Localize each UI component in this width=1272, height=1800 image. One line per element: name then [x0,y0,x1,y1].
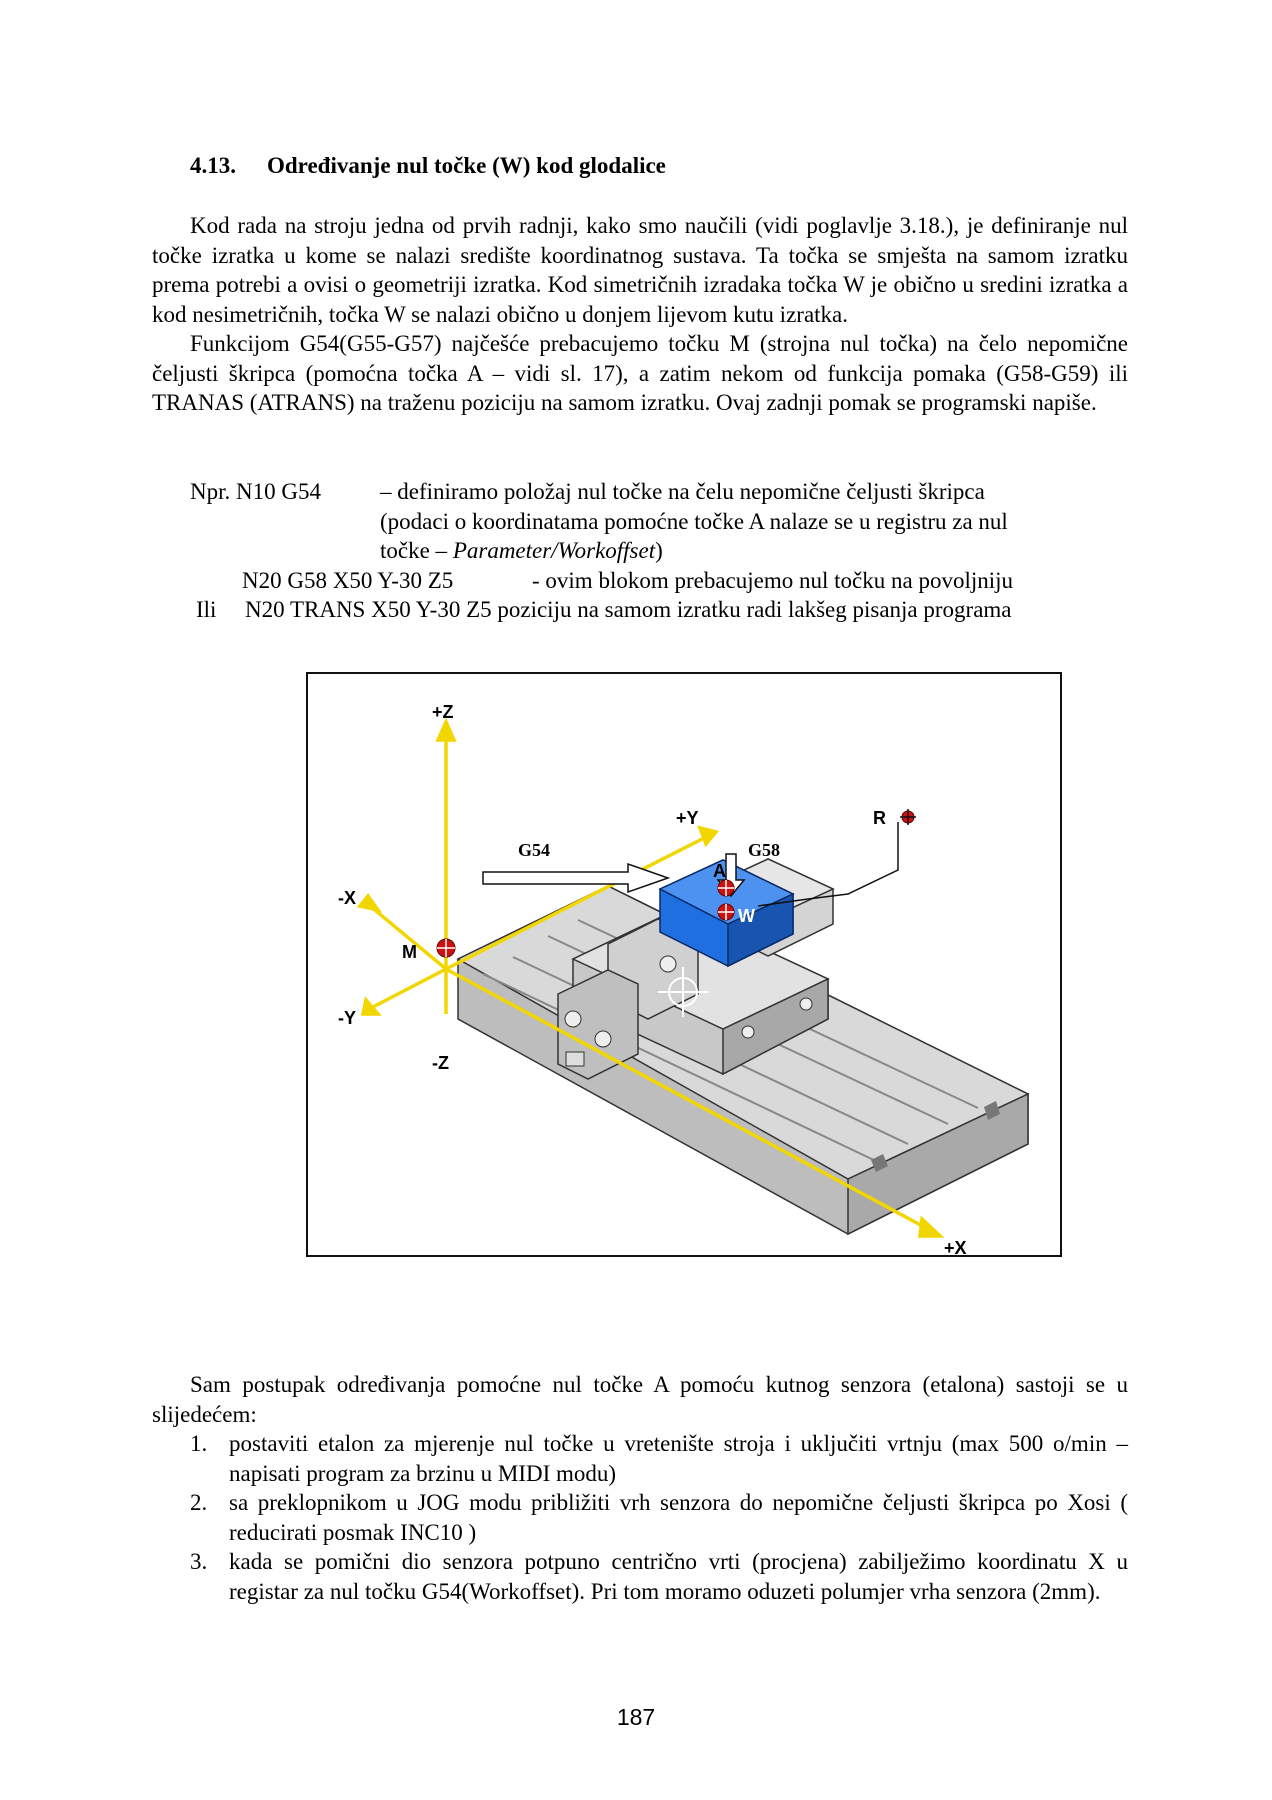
figure-milling-zero-point: +Z -Z +Y -Y +X -X M R A W G54 G58 [306,672,1062,1257]
list-item-number: 1. [190,1431,208,1456]
block-g58-description: - ovim blokom prebacujemo nul točku na p… [532,568,1014,593]
ili-label: Ili [196,597,217,622]
example-line-3-post: ) [655,538,663,563]
point-label-w: W [738,906,755,926]
example-line-1: – definiramo položaj nul točke na čelu n… [380,479,985,504]
list-item-text: sa preklopnikom u JOG modu približiti vr… [229,1490,1128,1545]
axis-label-plus-y: +Y [676,808,699,828]
paragraph-2: Funkcijom G54(G55-G57) najčešće prebacuj… [152,331,1128,415]
procedure-section: Sam postupak određivanja pomoćne nul toč… [152,1370,1128,1606]
function-label-g54: G54 [518,840,550,860]
section-title: Određivanje nul točke (W) kod glodalice [267,153,666,178]
point-label-m: M [402,942,417,962]
list-item-number: 2. [190,1490,208,1515]
block-trans: N20 TRANS X50 Y-30 Z5 poziciju na samom … [245,597,1012,622]
procedure-intro: Sam postupak određivanja pomoćne nul toč… [152,1372,1128,1427]
block-g58: N20 G58 X50 Y-30 Z5 [242,568,454,593]
list-item-number: 3. [190,1549,208,1574]
page-number: 187 [616,1704,656,1730]
axis-label-minus-x: -X [338,888,356,908]
list-item: 3. kada se pomični dio senzora potpuno ce… [152,1547,1128,1606]
zero-point-m-marker [436,938,456,958]
zero-point-w-marker [717,903,735,921]
example-line-3-italic: Parameter/Workoffset [452,538,656,563]
zero-point-a-marker [717,879,735,897]
axis-label-plus-z: +Z [432,702,454,722]
function-label-g58: G58 [748,840,780,860]
example-line-3-pre: točke – [380,538,453,563]
point-label-r: R [873,808,886,828]
axis-label-minus-y: -Y [338,1008,356,1028]
body-text: Kod rada na stroju jedna od prvih radnji… [152,211,1128,418]
reference-point-r-marker [900,809,916,825]
example-prefix: Npr. N10 G54 [190,479,321,504]
section-heading: 4.13. Određivanje nul točke (W) kod gloda… [190,153,666,179]
point-label-a: A [713,861,726,881]
procedure-list: 1. postaviti etalon za mjerenje nul točke… [152,1429,1128,1606]
list-item-text: kada se pomični dio senzora potpuno cent… [229,1549,1128,1604]
section-number: 4.13. [190,153,236,178]
figure-drawing: +Z -Z +Y -Y +X -X M R A W G54 G58 [338,702,1030,1255]
axis-label-plus-x: +X [944,1238,967,1255]
paragraph-1: Kod rada na stroju jedna od prvih radnji… [152,213,1128,327]
g54-arrow [482,862,671,894]
crosshair-icon [658,967,708,1017]
example-line-2: (podaci o koordinatama pomoćne točke A n… [380,509,1008,534]
list-item: 2. sa preklopnikom u JOG modu približiti … [152,1488,1128,1547]
list-item-text: postaviti etalon za mjerenje nul točke u… [229,1431,1128,1486]
coordinate-axes [356,717,945,1238]
list-item: 1. postaviti etalon za mjerenje nul točke… [152,1429,1128,1488]
axis-label-minus-z: -Z [432,1053,449,1073]
r-connector-line [757,822,899,907]
example-line-3: točke – Parameter/Workoffset) [380,536,663,566]
